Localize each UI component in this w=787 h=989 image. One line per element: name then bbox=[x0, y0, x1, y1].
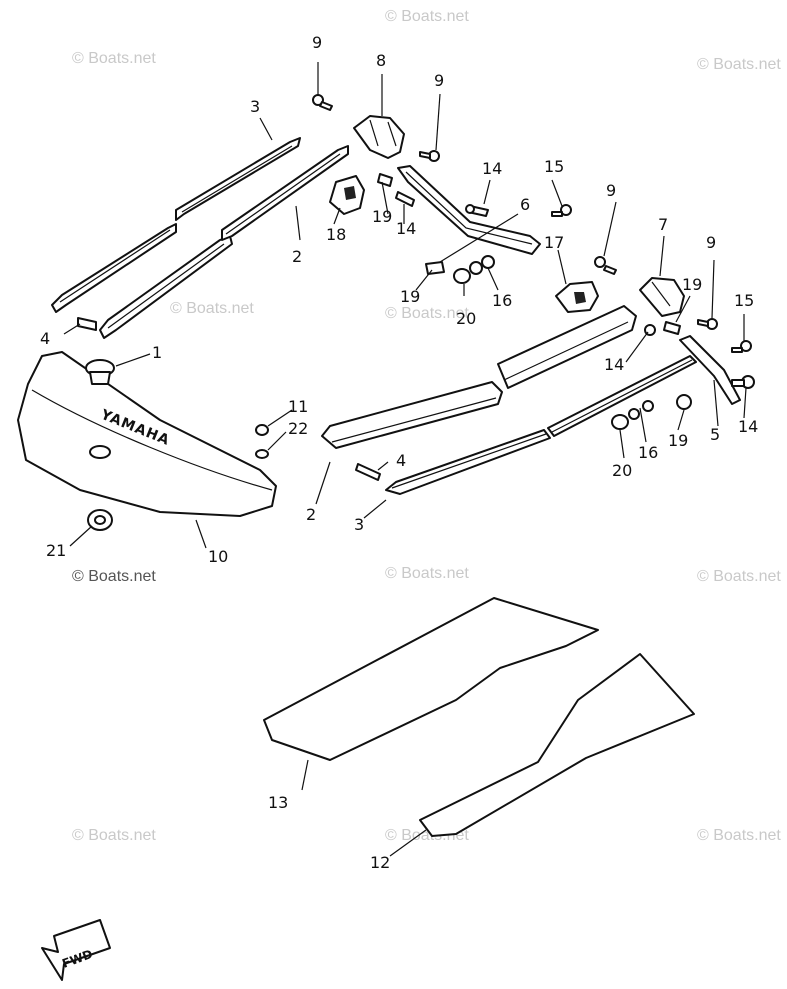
callout-14: 14 bbox=[604, 355, 624, 374]
watermark: © Boats.net bbox=[72, 827, 156, 844]
fwd-arrow-icon: FWD bbox=[41, 919, 111, 981]
callout-14: 14 bbox=[396, 219, 416, 238]
callout-17: 17 bbox=[544, 233, 564, 252]
callout-20: 20 bbox=[612, 461, 632, 480]
bolt-14-a[interactable] bbox=[465, 204, 489, 217]
callout-4: 4 bbox=[40, 329, 50, 348]
plug-1[interactable] bbox=[85, 359, 115, 385]
washer-16-b[interactable] bbox=[628, 400, 654, 420]
bracket-7[interactable] bbox=[639, 277, 685, 317]
watermark: © Boats.net bbox=[697, 827, 781, 844]
rail-clip-4-left[interactable] bbox=[77, 317, 97, 331]
bolt-19-a[interactable] bbox=[377, 173, 393, 187]
callout-7: 7 bbox=[658, 215, 668, 234]
mat-13[interactable] bbox=[263, 597, 599, 761]
rail-clip-4-right[interactable] bbox=[355, 463, 381, 481]
bracket-17[interactable] bbox=[555, 281, 599, 313]
callout-1: 1 bbox=[152, 343, 162, 362]
callout-4: 4 bbox=[396, 451, 406, 470]
watermark: © Boats.net bbox=[72, 50, 156, 67]
bracket-8[interactable] bbox=[353, 115, 405, 159]
callout-9: 9 bbox=[434, 71, 444, 90]
washer-16-a[interactable] bbox=[469, 255, 495, 275]
callouts: 9 8 9 3 14 15 9 6 19 14 18 7 2 17 9 19 2… bbox=[40, 33, 758, 872]
callout-2: 2 bbox=[306, 505, 316, 524]
callout-5: 5 bbox=[710, 425, 720, 444]
bolt-19-c[interactable] bbox=[663, 321, 681, 335]
callout-2: 2 bbox=[292, 247, 302, 266]
callout-16: 16 bbox=[492, 291, 512, 310]
rail-3-upper-left[interactable] bbox=[51, 137, 301, 313]
front-cover-10[interactable] bbox=[17, 351, 277, 517]
callout-16: 16 bbox=[638, 443, 658, 462]
rail-2-lower[interactable] bbox=[321, 305, 637, 449]
callout-19: 19 bbox=[668, 431, 688, 450]
screw-11[interactable] bbox=[255, 424, 269, 436]
watermark: © Boats.net bbox=[385, 8, 469, 25]
callout-18: 18 bbox=[326, 225, 346, 244]
callout-8: 8 bbox=[376, 51, 386, 70]
callout-14: 14 bbox=[738, 417, 758, 436]
callout-13: 13 bbox=[268, 793, 288, 812]
callout-12: 12 bbox=[370, 853, 390, 872]
callout-22: 22 bbox=[288, 419, 308, 438]
watermark: © Boats.net bbox=[697, 56, 781, 73]
bracket-6[interactable] bbox=[397, 165, 541, 255]
callout-15: 15 bbox=[734, 291, 754, 310]
leader-lines bbox=[63, 62, 747, 857]
bracket-18[interactable] bbox=[329, 175, 365, 215]
bolt-19-b[interactable] bbox=[425, 261, 445, 275]
callout-19: 19 bbox=[372, 207, 392, 226]
nut-20-a[interactable] bbox=[453, 268, 471, 284]
rail-2-upper-left[interactable] bbox=[99, 145, 349, 339]
callout-6: 6 bbox=[520, 195, 530, 214]
nut-21[interactable] bbox=[87, 509, 113, 531]
callout-3: 3 bbox=[250, 97, 260, 116]
bolt-14-b[interactable] bbox=[395, 191, 415, 207]
mat-12[interactable] bbox=[419, 653, 695, 837]
callout-21: 21 bbox=[46, 541, 66, 560]
callout-3: 3 bbox=[354, 515, 364, 534]
rail-3-lower[interactable] bbox=[385, 355, 697, 495]
screw-9-c[interactable] bbox=[594, 256, 617, 275]
bolt-15-a[interactable] bbox=[551, 204, 572, 217]
watermark: © Boats.net bbox=[697, 568, 781, 585]
bracket-5[interactable] bbox=[679, 335, 741, 405]
bolt-15-b[interactable] bbox=[731, 340, 752, 353]
screw-9-a[interactable] bbox=[312, 94, 333, 111]
callout-15: 15 bbox=[544, 157, 564, 176]
callout-19: 19 bbox=[400, 287, 420, 306]
screw-9-b[interactable] bbox=[419, 150, 440, 162]
watermark: © Boats.net bbox=[72, 568, 156, 585]
callout-20: 20 bbox=[456, 309, 476, 328]
watermark: © Boats.net bbox=[385, 305, 469, 322]
callout-11: 11 bbox=[288, 397, 308, 416]
watermark: © Boats.net bbox=[170, 300, 254, 317]
callout-10: 10 bbox=[208, 547, 228, 566]
callout-14: 14 bbox=[482, 159, 502, 178]
screw-9-d[interactable] bbox=[697, 318, 718, 330]
bolt-19-d[interactable] bbox=[676, 394, 692, 410]
watermark: © Boats.net bbox=[385, 565, 469, 582]
callout-9: 9 bbox=[312, 33, 322, 52]
nut-20-b[interactable] bbox=[611, 414, 629, 430]
callout-19: 19 bbox=[682, 275, 702, 294]
callout-9: 9 bbox=[606, 181, 616, 200]
bolt-14-d[interactable] bbox=[731, 375, 755, 389]
callout-9: 9 bbox=[706, 233, 716, 252]
washer-22[interactable] bbox=[255, 449, 269, 459]
